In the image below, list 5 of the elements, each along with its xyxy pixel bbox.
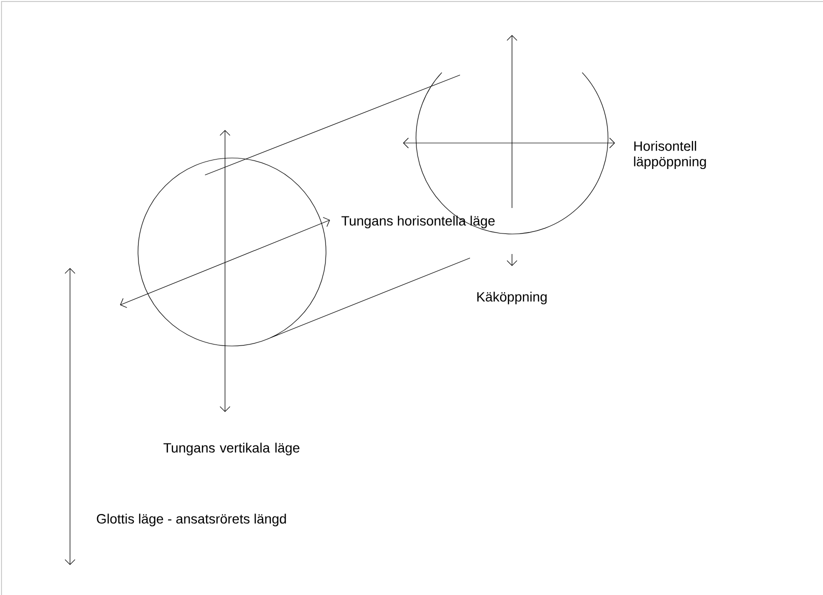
axis-label: Käköppning bbox=[477, 292, 547, 304]
axis-label: Horisontell läppöppning bbox=[634, 140, 706, 170]
axis-label: Tungans horisontella läge bbox=[342, 216, 495, 228]
axis-label: Glottis läge - ansatsrörets längd bbox=[96, 514, 286, 526]
axis-label: Tungans vertikala läge bbox=[164, 442, 300, 456]
